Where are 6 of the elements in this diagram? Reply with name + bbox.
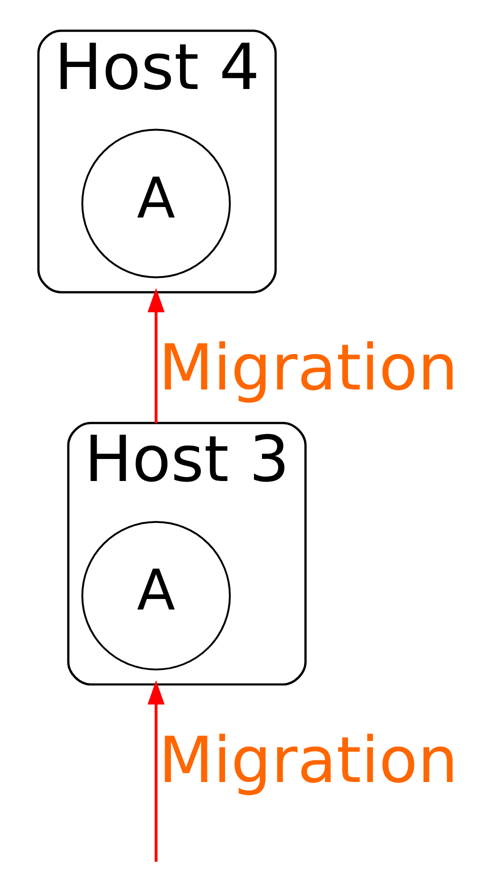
node-circle: A [81, 128, 231, 278]
node-circle: A [81, 521, 231, 670]
edge-label: Migration [158, 330, 458, 405]
arrow [148, 288, 165, 423]
arrow [148, 680, 165, 862]
edge-label: Migration [158, 722, 458, 797]
